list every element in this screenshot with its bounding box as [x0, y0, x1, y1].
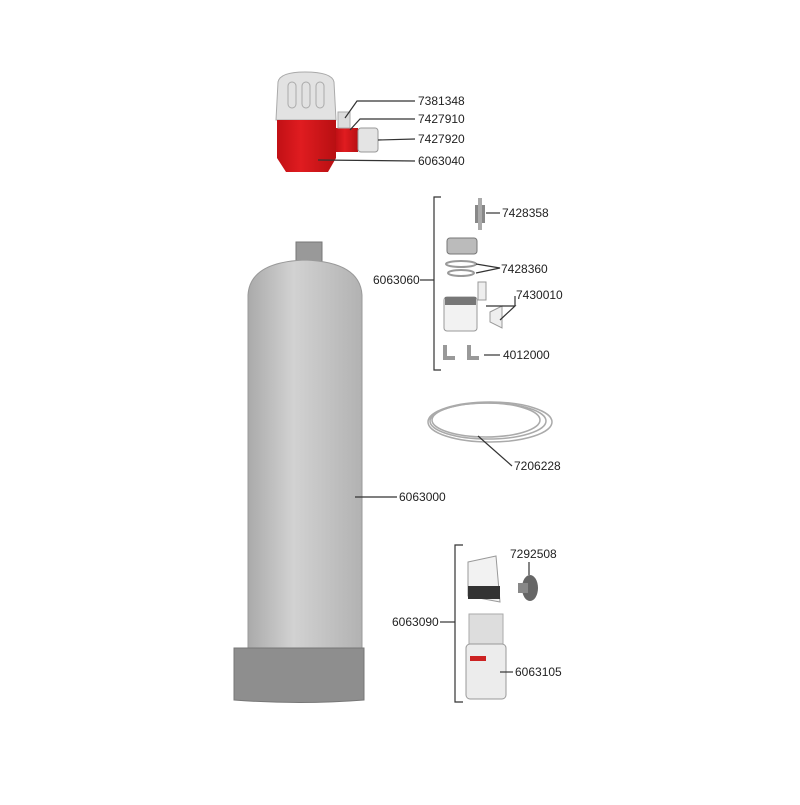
- label-7381348: 7381348: [418, 94, 465, 108]
- label-6063000: 6063000: [399, 490, 446, 504]
- label-7206228: 7206228: [514, 459, 561, 473]
- suction-cup: [522, 575, 538, 601]
- label-6063090: 6063090: [392, 615, 439, 629]
- label-6063060: 6063060: [373, 273, 420, 287]
- regulator-head: [275, 71, 379, 172]
- kit-parts: [443, 198, 503, 360]
- diffuser-tube: [477, 281, 487, 301]
- label-7428358: 7428358: [502, 206, 549, 220]
- regulator-cap: [275, 71, 337, 121]
- kit-6063090-parts: [465, 555, 538, 700]
- suction-cup-part: [489, 305, 503, 329]
- label-7428360: 7428360: [501, 262, 548, 276]
- seal-ring: [445, 260, 477, 268]
- label-7430010: 7430010: [516, 288, 563, 302]
- cylinder-neck: [295, 241, 323, 263]
- leader-lines: [317, 100, 416, 162]
- bracket-6063090: [454, 544, 463, 703]
- label-6063040: 6063040: [418, 154, 465, 168]
- co2-tubing: [427, 401, 553, 443]
- regulator-body: [277, 120, 336, 172]
- cylinder-base: [233, 647, 365, 703]
- label-6063105: 6063105: [515, 665, 562, 679]
- label-7292508: 7292508: [510, 547, 557, 561]
- bottle-cap: [468, 613, 504, 645]
- co2-cylinder: [233, 241, 365, 703]
- elbow-fitting: [336, 128, 358, 152]
- label-7427920: 7427920: [418, 132, 465, 146]
- angle-connector: [443, 345, 455, 360]
- bracket-6063060: [433, 196, 441, 371]
- cylinder-body: [247, 259, 363, 649]
- nut-fitting: [357, 127, 379, 153]
- thread-ring: [446, 237, 478, 255]
- label-7427910: 7427910: [418, 112, 465, 126]
- label-4012000: 4012000: [503, 348, 550, 362]
